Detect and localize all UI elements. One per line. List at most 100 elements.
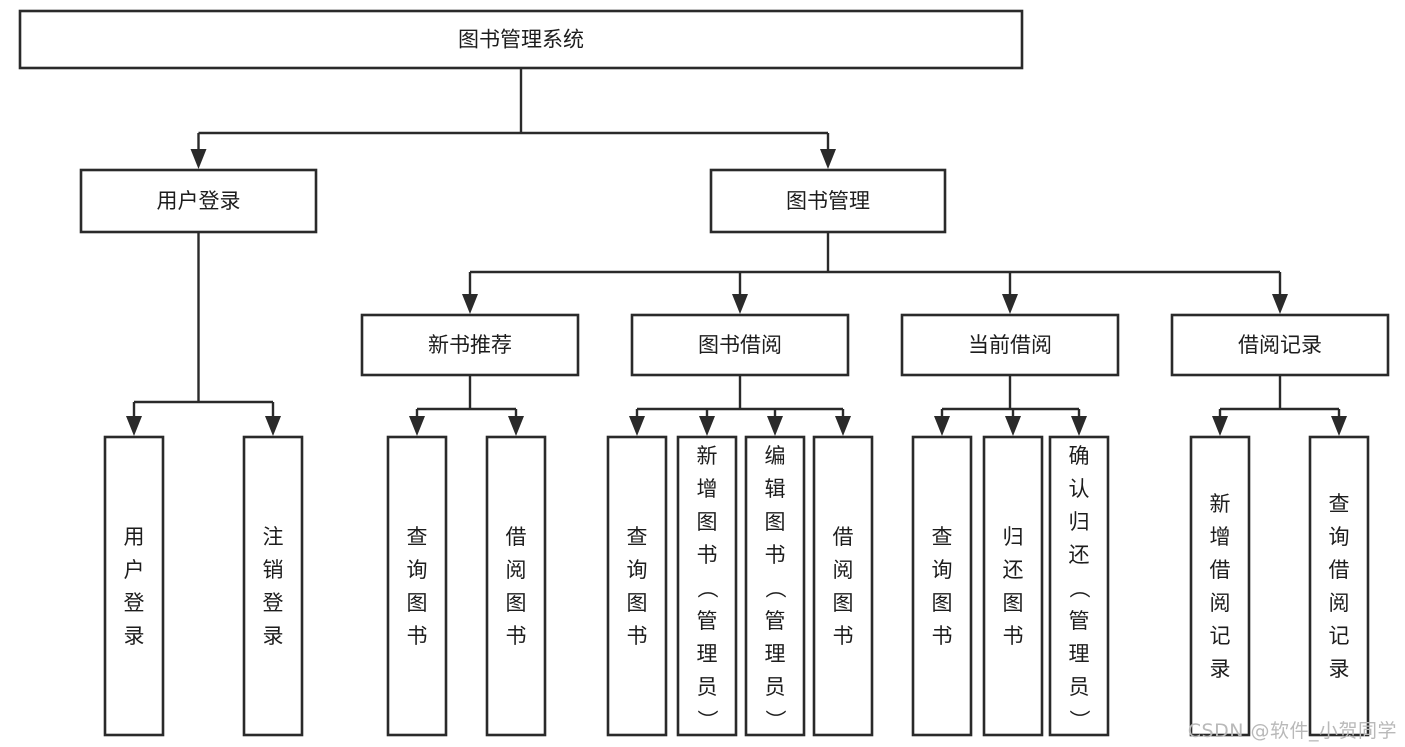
leaf-leaf-add-book-rect	[676, 435, 738, 737]
node-new-book-rec[interactable]: 新书推荐	[360, 313, 580, 377]
leaf-leaf-add-record-char: 增	[1210, 525, 1231, 549]
edge-root-arrow-1	[820, 149, 836, 169]
leaf-leaf-add-book-char: 管	[697, 609, 718, 633]
leaf-leaf-user-login-char: 录	[124, 624, 145, 648]
leaf-leaf-add-book-char: 增	[697, 477, 718, 501]
leaf-leaf-confirm-return-char: 还	[1069, 543, 1090, 567]
edge-current-borrow-arrow-0	[934, 416, 950, 436]
leaf-leaf-query-book-2-char: 书	[627, 624, 648, 648]
leaf-leaf-borrow-book-1-rect	[485, 435, 547, 737]
leaf-leaf-confirm-return-char: 管	[1069, 609, 1090, 633]
leaf-leaf-edit-book-char: 辑	[765, 477, 786, 501]
node-book-borrow-rect	[630, 313, 850, 377]
leaf-leaf-query-book-2-rect	[606, 435, 668, 737]
edge-current-borrow-arrow-2	[1071, 416, 1087, 436]
leaf-leaf-confirm-return-char: 归	[1069, 510, 1090, 534]
leaf-leaf-logout-char: 录	[263, 624, 284, 648]
node-boxes: 图书管理系统用户登录图书管理新书推荐图书借阅当前借阅借阅记录用户登录注销登录查询…	[18, 9, 1390, 737]
leaf-leaf-query-record-char: 询	[1329, 525, 1350, 549]
leaf-leaf-confirm-return-char: ）	[1067, 710, 1091, 731]
leaf-leaf-edit-book-rect	[744, 435, 806, 737]
leaf-leaf-logout-rect	[242, 435, 304, 737]
leaf-leaf-add-book-char: 新	[697, 444, 718, 468]
node-new-book-rec-label: 新书推荐	[428, 333, 512, 357]
node-book-manage[interactable]: 图书管理	[709, 168, 947, 234]
node-current-borrow-label: 当前借阅	[968, 333, 1052, 357]
leaf-leaf-add-book-char: ）	[695, 710, 719, 731]
leaf-leaf-borrow-book-1-char: 阅	[506, 558, 527, 582]
leaf-leaf-add-record-char: 新	[1210, 492, 1231, 516]
leaf-leaf-add-record-rect	[1189, 435, 1251, 737]
leaf-leaf-borrow-book-1-char: 图	[506, 591, 527, 615]
leaf-leaf-borrow-book-1-char: 书	[506, 624, 527, 648]
node-book-manage-label: 图书管理	[786, 189, 870, 213]
leaf-leaf-borrow-book-2-char: 借	[833, 525, 854, 549]
leaf-leaf-query-record-char: 查	[1329, 492, 1350, 516]
leaf-leaf-add-book-char: 理	[697, 642, 718, 666]
leaf-leaf-query-record-char: 借	[1329, 558, 1350, 582]
leaf-leaf-query-record-char: 录	[1329, 657, 1350, 681]
edge-current-borrow-arrow-1	[1005, 416, 1021, 436]
leaf-leaf-query-book-1-char: 图	[407, 591, 428, 615]
leaf-leaf-user-login-char: 户	[124, 558, 145, 582]
leaf-leaf-query-record-rect	[1308, 435, 1370, 737]
leaf-leaf-add-book-char: 图	[697, 510, 718, 534]
node-borrow-record[interactable]: 借阅记录	[1170, 313, 1390, 377]
leaf-leaf-user-login-rect	[103, 435, 165, 737]
node-current-borrow-rect	[900, 313, 1120, 377]
leaf-leaf-edit-book-char: 书	[765, 543, 786, 567]
node-user-login-label: 用户登录	[157, 189, 241, 213]
edge-new-book-rec-arrow-0	[409, 416, 425, 436]
leaf-leaf-logout-char: 注	[263, 525, 284, 549]
edge-bookmanage-arrow-1	[732, 294, 748, 314]
leaf-leaf-query-book-1-rect	[386, 435, 448, 737]
node-borrow-record-rect	[1170, 313, 1390, 377]
leaf-leaf-query-book-3-rect	[911, 435, 973, 737]
leaf-leaf-add-record-char: 记	[1210, 624, 1231, 648]
leaf-leaf-add-record-char: 借	[1210, 558, 1231, 582]
leaf-leaf-return-book-char: 归	[1003, 525, 1024, 549]
leaf-leaf-query-book-2-char: 查	[627, 525, 648, 549]
leaf-leaf-borrow-book-2-char: 图	[833, 591, 854, 615]
node-book-borrow[interactable]: 图书借阅	[630, 313, 850, 377]
leaf-leaf-borrow-book-2-rect	[812, 435, 874, 737]
leaf-leaf-edit-book-char: 管	[765, 609, 786, 633]
leaf-leaf-user-login[interactable]: 用户登录	[103, 435, 165, 737]
leaf-leaf-return-book-char: 还	[1003, 558, 1024, 582]
node-current-borrow[interactable]: 当前借阅	[900, 313, 1120, 377]
leaf-leaf-user-login-char: 用	[124, 525, 145, 549]
node-root-system[interactable]: 图书管理系统	[18, 9, 1024, 70]
leaf-leaf-query-book-1-char: 询	[407, 558, 428, 582]
leaf-leaf-add-book-char: 书	[697, 543, 718, 567]
edge-book-borrow-arrow-0	[629, 416, 645, 436]
node-borrow-record-label: 借阅记录	[1238, 333, 1322, 357]
leaf-leaf-query-book-2-char: 询	[627, 558, 648, 582]
leaf-leaf-edit-book-char: 图	[765, 510, 786, 534]
leaf-leaf-edit-book-char: 员	[765, 675, 786, 699]
leaf-leaf-confirm-return-char: 理	[1069, 642, 1090, 666]
node-user-login[interactable]: 用户登录	[79, 168, 318, 234]
leaf-leaf-query-book-3-char: 书	[932, 624, 953, 648]
node-book-borrow-label: 图书借阅	[698, 333, 782, 357]
edge-root-arrow-0	[190, 149, 207, 169]
leaf-leaf-query-record-char: 记	[1329, 624, 1350, 648]
edge-borrow-record-arrow-1	[1331, 416, 1347, 436]
leaf-leaf-edit-book-char: 编	[765, 444, 786, 468]
leaf-leaf-query-book-3-char: 询	[932, 558, 953, 582]
leaf-leaf-query-book-1-char: 书	[407, 624, 428, 648]
leaf-leaf-add-book-char: 员	[697, 675, 718, 699]
leaf-leaf-return-book-char: 书	[1003, 624, 1024, 648]
leaf-leaf-add-book-char: （	[695, 578, 719, 599]
